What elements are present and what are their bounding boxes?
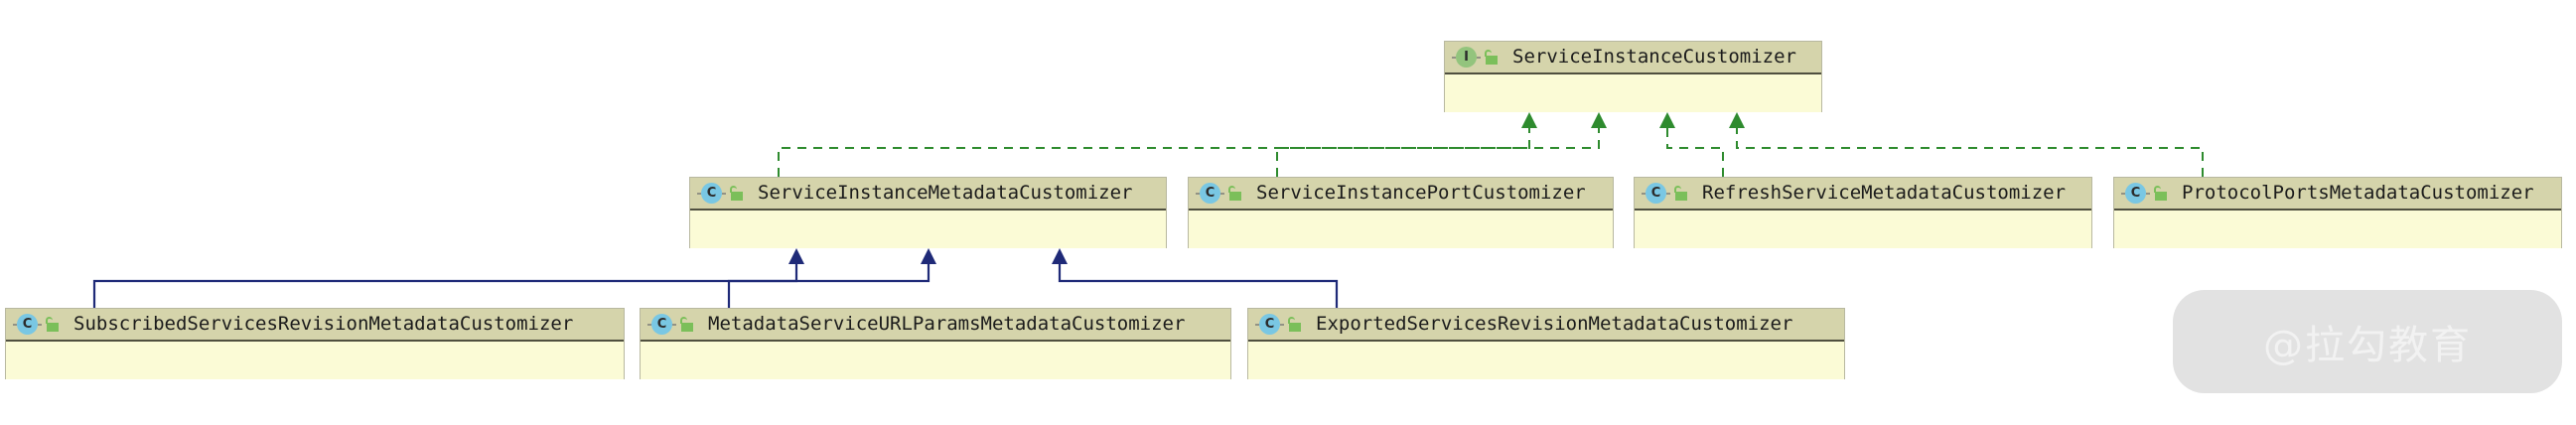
uml-node-members — [690, 211, 1166, 248]
uml-node-members — [1248, 342, 1844, 379]
uml-node-members — [1189, 211, 1613, 248]
uml-node-header: C ServiceInstancePortCustomizer — [1189, 178, 1613, 211]
class-c-icon: C — [701, 183, 722, 204]
uml-node-title: RefreshServiceMetadataCustomizer — [1702, 182, 2067, 204]
uml-node-members — [2114, 211, 2561, 248]
uml-node-title: SubscribedServicesRevisionMetadataCustom… — [73, 313, 574, 335]
uml-node-header: C MetadataServiceURLParamsMetadataCustomi… — [641, 309, 1230, 342]
uml-node-title: ProtocolPortsMetadataCustomizer — [2182, 182, 2534, 204]
public-lock-icon — [45, 317, 59, 332]
public-lock-icon — [1484, 50, 1498, 65]
class-c-icon: C — [1200, 183, 1220, 204]
uml-node-metadata-service-url-params-metadata-customizer[interactable]: C MetadataServiceURLParamsMetadataCustomi… — [640, 308, 1231, 379]
edge-arrowhead — [921, 248, 936, 264]
edge-arrowhead — [1052, 248, 1068, 264]
uml-node-title: ServiceInstanceCustomizer — [1512, 46, 1796, 68]
uml-node-members — [6, 342, 624, 379]
public-lock-icon — [2153, 186, 2167, 201]
uml-node-members — [1445, 74, 1821, 112]
uml-node-members — [1635, 211, 2091, 248]
edge-extend-3 — [1052, 248, 1339, 308]
edge-realize-2 — [1276, 112, 1607, 177]
watermark: @拉勾教育 — [2173, 290, 2562, 393]
class-c-icon: C — [1259, 314, 1280, 335]
edge-arrowhead — [1591, 112, 1607, 128]
uml-node-header: C RefreshServiceMetadataCustomizer — [1635, 178, 2091, 211]
uml-node-header: C ProtocolPortsMetadataCustomizer — [2114, 178, 2561, 211]
class-c-icon: C — [17, 314, 38, 335]
edge-arrowhead — [1659, 112, 1675, 128]
edge-extend-1 — [92, 248, 804, 308]
uml-node-header: C ServiceInstanceMetadataCustomizer — [690, 178, 1166, 211]
edge-realize-4 — [1729, 112, 2204, 177]
uml-node-members — [641, 342, 1230, 379]
class-c-icon: C — [651, 314, 672, 335]
uml-node-title: MetadataServiceURLParamsMetadataCustomiz… — [708, 313, 1186, 335]
uml-node-service-instance-customizer[interactable]: I ServiceInstanceCustomizer — [1444, 41, 1822, 112]
public-lock-icon — [1673, 186, 1687, 201]
uml-node-refresh-service-metadata-customizer[interactable]: C RefreshServiceMetadataCustomizer — [1634, 177, 2092, 248]
edge-realize-3 — [1659, 112, 1724, 177]
interface-i-icon: I — [1456, 47, 1477, 68]
class-c-icon: C — [1646, 183, 1666, 204]
uml-node-exported-services-revision-metadata-customizer[interactable]: C ExportedServicesRevisionMetadataCustomi… — [1247, 308, 1845, 379]
edge-arrowhead — [1521, 112, 1537, 128]
public-lock-icon — [729, 186, 743, 201]
public-lock-icon — [679, 317, 693, 332]
public-lock-icon — [1287, 317, 1301, 332]
edge-arrowhead — [1729, 112, 1745, 128]
edge-extend-2 — [727, 248, 936, 308]
uml-node-title: ExportedServicesRevisionMetadataCustomiz… — [1316, 313, 1793, 335]
uml-node-subscribed-services-revision-metadata-customizer[interactable]: C SubscribedServicesRevisionMetadataCusto… — [5, 308, 625, 379]
edge-arrowhead — [788, 248, 804, 264]
uml-node-title: ServiceInstanceMetadataCustomizer — [758, 182, 1133, 204]
watermark-text: @拉勾教育 — [2263, 323, 2472, 368]
uml-node-header: C ExportedServicesRevisionMetadataCustomi… — [1248, 309, 1844, 342]
public-lock-icon — [1227, 186, 1241, 201]
uml-node-header: C SubscribedServicesRevisionMetadataCusto… — [6, 309, 624, 342]
uml-node-service-instance-metadata-customizer[interactable]: C ServiceInstanceMetadataCustomizer — [689, 177, 1167, 248]
uml-node-protocol-ports-metadata-customizer[interactable]: C ProtocolPortsMetadataCustomizer — [2113, 177, 2562, 248]
class-c-icon: C — [2125, 183, 2146, 204]
uml-node-service-instance-port-customizer[interactable]: C ServiceInstancePortCustomizer — [1188, 177, 1614, 248]
edge-realize-1 — [778, 112, 1537, 177]
uml-node-header: I ServiceInstanceCustomizer — [1445, 42, 1821, 74]
uml-node-title: ServiceInstancePortCustomizer — [1256, 182, 1586, 204]
